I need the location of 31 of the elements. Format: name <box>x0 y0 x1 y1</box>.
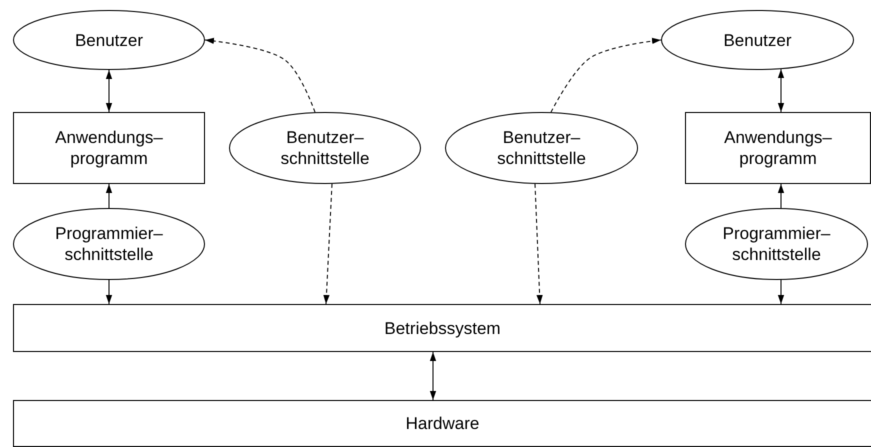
ellipse-node <box>661 10 854 70</box>
layer-bar <box>13 304 871 352</box>
dashed-arrow <box>534 183 543 304</box>
arrow <box>778 184 784 209</box>
layer-bar <box>13 400 871 447</box>
arrow <box>106 280 112 304</box>
node-label: Benutzer– schnittstelle <box>496 127 587 169</box>
process-box <box>685 112 871 184</box>
dashed-arrow <box>323 183 332 304</box>
ellipse-node <box>13 208 205 280</box>
node-label: Programmier– schnittstelle <box>54 223 164 265</box>
node-label: Anwendungs– programm <box>54 127 164 169</box>
arrow <box>106 184 112 208</box>
node-label: Benutzer <box>74 30 144 50</box>
node-label: Betriebssystem <box>384 318 501 338</box>
ellipse-node <box>13 10 205 70</box>
ellipse-node <box>445 112 638 184</box>
node-label: Benutzer <box>723 30 792 50</box>
ellipse-node <box>229 112 421 184</box>
arrow <box>778 68 784 112</box>
process-box <box>13 112 205 184</box>
arrow <box>430 352 436 400</box>
arrow <box>106 70 112 112</box>
node-label: Hardware <box>406 413 480 434</box>
node-label: Programmier– schnittstelle <box>722 223 832 265</box>
ellipse-node <box>685 208 868 280</box>
node-label: Benutzer– schnittstelle <box>280 127 370 169</box>
dashed-arrow <box>550 38 662 113</box>
dashed-arrow <box>204 38 316 113</box>
node-label: Anwendungs– programm <box>723 127 833 169</box>
arrow <box>778 279 784 304</box>
